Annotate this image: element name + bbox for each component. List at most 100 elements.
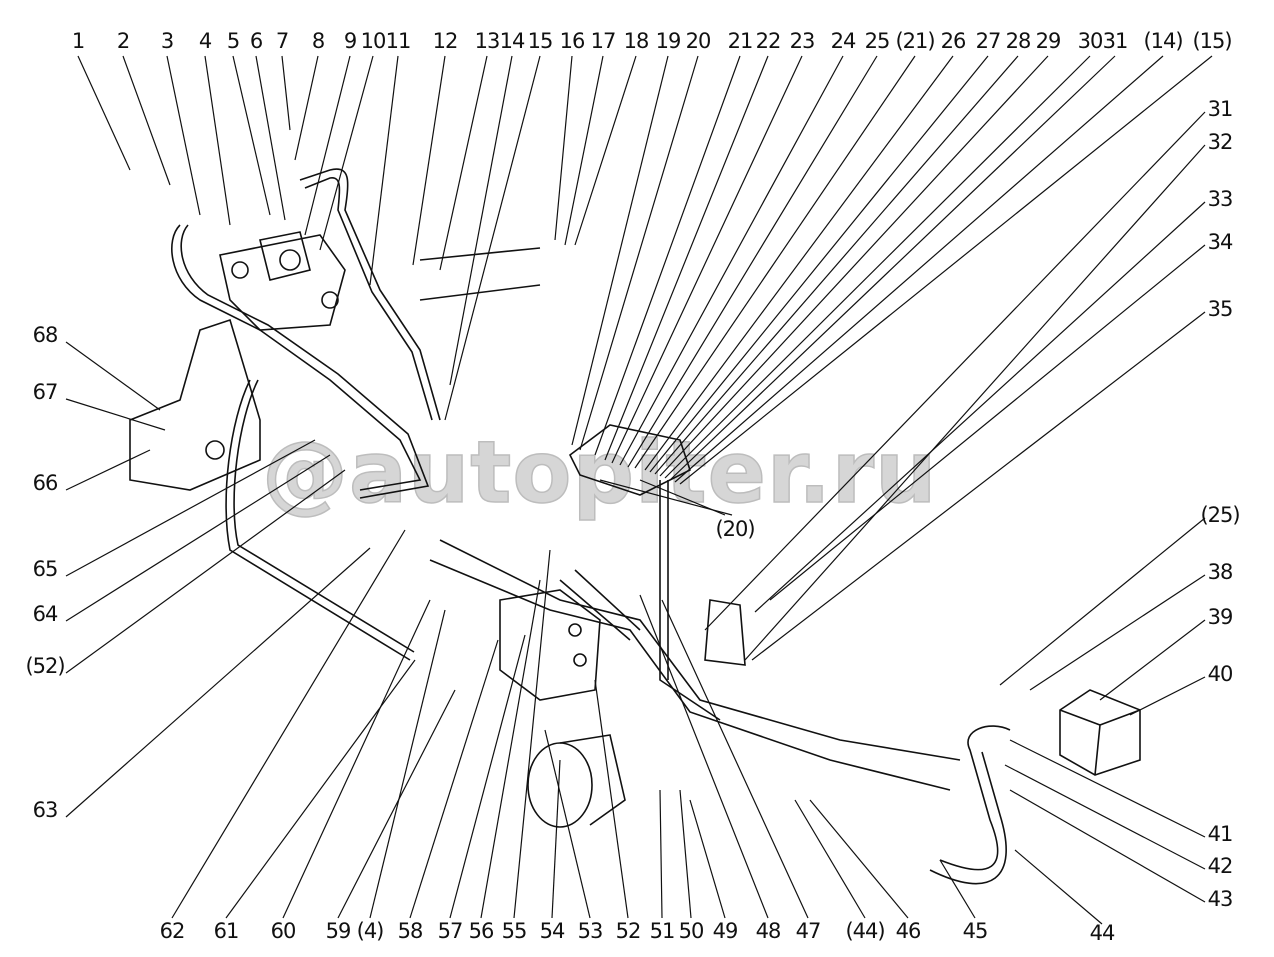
callout-label: 61 [213,919,240,943]
leader-line [444,55,541,421]
callout-label: 53 [577,919,604,943]
callout-label: 51 [649,919,676,943]
leader-line [319,55,374,251]
callout-label: 20 [685,29,712,53]
leader-line [939,859,976,919]
leader-lines [65,55,1213,925]
callout-label: (15) [1192,29,1232,53]
leader-line [1029,574,1206,691]
callout-label: 21 [727,29,754,53]
callout-label: 45 [962,919,989,943]
callout-label: 58 [397,919,424,943]
leader-line [594,55,741,456]
callout-label: 1 [71,29,85,53]
leader-line [77,55,131,171]
callout-label: 50 [678,919,705,943]
leader-line [369,609,446,919]
leader-line [619,55,844,466]
callout-label: 19 [655,29,682,53]
callout-label: 44 [1089,921,1116,945]
valve-block-main [219,231,346,331]
leader-line [65,398,166,431]
leader-line [704,111,1206,631]
leader-line [171,529,406,919]
callout-label: 60 [270,919,297,943]
leader-line [689,799,726,919]
leader-line [409,639,499,919]
leader-line [225,659,416,919]
leader-line [294,55,319,161]
callout-label: 47 [795,919,822,943]
hydraulic-pipes [171,168,1011,885]
leader-line [65,341,161,411]
leader-line [669,55,1116,481]
leader-line [744,144,1206,661]
leader-line [65,449,151,491]
callout-label: 5 [226,29,240,53]
callout-label: 38 [1207,560,1234,584]
leader-line [769,244,1206,601]
callout-label: 67 [32,380,59,404]
callout-label: (25) [1200,503,1240,527]
leader-line [644,55,954,471]
leader-line [1004,764,1206,870]
callout-label: 24 [830,29,857,53]
callout-label: 42 [1207,854,1234,878]
callout-label: 4 [198,29,212,53]
callout-label: 10 [360,29,387,53]
leader-line [599,479,733,516]
bracket-left [129,318,261,491]
callout-label: (44) [845,919,885,943]
callout-label: 3 [160,29,174,53]
small-valve-cluster [568,424,746,666]
callout-label: 11 [385,29,412,53]
leader-line [1129,676,1206,716]
leader-line [661,599,809,919]
callout-label: 31 [1207,97,1234,121]
callout-label: 15 [527,29,554,53]
leader-line [571,55,669,446]
callout-label: 32 [1207,130,1234,154]
callout-label: 64 [32,602,59,626]
callout-label: 54 [539,919,566,943]
callout-label: 34 [1207,230,1234,254]
callout-label: 43 [1207,887,1234,911]
callout-label: 68 [32,323,59,347]
leader-line [544,729,591,919]
leader-line [679,55,1213,485]
leader-line [122,55,171,186]
callout-label: 7 [275,29,289,53]
callout-label: (20) [715,517,755,541]
leader-line [337,689,456,919]
callout-label: 40 [1207,662,1234,686]
callout-label: 9 [343,29,357,53]
callout-label: 16 [559,29,586,53]
leader-line [611,55,803,464]
callout-label: (21) [895,29,935,53]
leader-line [255,55,286,221]
leader-line [794,799,866,919]
callout-label: 52 [615,919,642,943]
leader-line [659,789,663,919]
leader-line [65,454,331,622]
callout-label: 62 [159,919,186,943]
callout-label: 30 [1077,29,1104,53]
leader-line [754,201,1206,613]
callout-label: 18 [623,29,650,53]
callout-label: (4) [356,919,385,943]
leader-line [594,679,629,919]
pump-block-right [1059,689,1141,776]
callout-label: 8 [311,29,325,53]
callout-label: 41 [1207,822,1234,846]
callout-label: 55 [501,919,528,943]
callout-label: 22 [755,29,782,53]
leader-line [674,55,1164,483]
leader-line [1009,739,1206,838]
callout-label: 66 [32,471,59,495]
callout-label: (52) [25,654,65,678]
callout-label: 35 [1207,297,1234,321]
leader-line [649,55,989,473]
leader-line [480,579,541,919]
leader-line [554,55,573,241]
